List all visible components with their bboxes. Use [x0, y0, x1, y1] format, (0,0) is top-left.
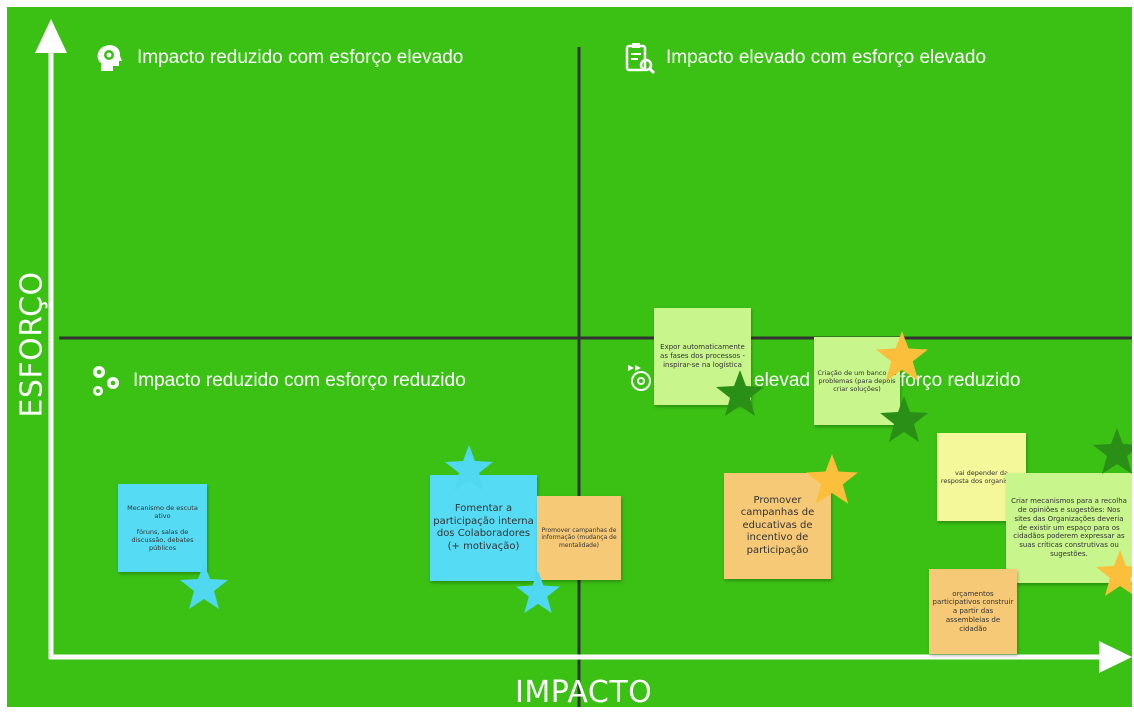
star-darkgreen-vote-icon [716, 370, 764, 416]
note-text: Criação de um banco de problemas (para d… [817, 368, 897, 394]
star-cyan-vote-icon [445, 445, 493, 491]
sticky-note-orcamentos-participativos[interactable]: orçamentos participativos construir a pa… [929, 569, 1017, 654]
gears-icon [93, 366, 119, 396]
gear-speed-icon [628, 365, 651, 391]
quadrant-title-bottom-right-part2: forço reduzido [900, 370, 1021, 391]
note-line-1: Mecanismo de escuta ativo [127, 503, 198, 520]
sticky-note-fomentar-participacao[interactable]: Fomentar a participação interna dos Cola… [430, 475, 537, 581]
quadrant-title-text: Impacto reduzido com esforço reduzido [133, 370, 466, 391]
head-gear-icon [97, 45, 122, 71]
clipboard-search-icon [625, 43, 656, 75]
star-orange-vote-icon [806, 454, 858, 504]
sticky-note-campanhas-educativas[interactable]: Promover campanhas de educativas de ince… [724, 473, 831, 579]
note-text: Promover campanhas de informação (mudanç… [541, 526, 617, 549]
sticky-note-campanhas-informacao[interactable]: Promover campanhas de informação (mudanç… [537, 496, 621, 580]
sticky-note-criar-mecanismos[interactable]: Criar mecanismos para a recolha de opini… [1006, 473, 1132, 583]
x-axis-arrow-icon [1099, 641, 1132, 673]
note-text: Fomentar a participação interna dos Cola… [433, 503, 534, 552]
quadrant-title-top-right: Impacto elevado com esforço elevado [622, 41, 986, 75]
y-axis-label: ESFORÇO [14, 271, 50, 418]
matrix-board: ESFORÇO IMPACTO Impacto reduzido com esf… [7, 7, 1132, 707]
note-text: Promover campanhas de educativas de ince… [740, 494, 815, 556]
quadrant-title-bottom-right-icon [624, 359, 658, 393]
star-orange-vote-icon [1096, 550, 1132, 596]
quadrant-title-text: Impacto reduzido com esforço elevado [137, 47, 464, 68]
note-text: Expor automaticamente as fases dos proce… [660, 343, 745, 369]
quadrant-title-bottom-right-part1: elevad [754, 370, 810, 391]
sticky-note-escuta-ativa[interactable]: Mecanismo de escuta ativo fóruns, salas … [118, 484, 207, 572]
note-text: vai depender da resposta dos organismos [940, 468, 1023, 485]
star-darkgreen-vote-icon [880, 396, 928, 442]
star-cyan-vote-icon [180, 563, 228, 609]
star-cyan-vote-icon [516, 570, 560, 614]
note-text: Criar mecanismos para a recolha de opini… [1011, 497, 1127, 558]
axes-layer [35, 19, 1132, 707]
note-text: orçamentos participativos construir a pa… [932, 589, 1014, 633]
sticky-note-expor-fases[interactable]: Expor automaticamente as fases dos proce… [654, 308, 751, 405]
star-darkgreen-vote-icon [1093, 428, 1132, 474]
star-orange-vote-icon [876, 331, 928, 381]
quadrant-title-text: Impacto elevado com esforço elevado [666, 47, 987, 68]
note-line-2: fóruns, salas de discussão, debates públ… [131, 527, 194, 553]
x-axis-label: IMPACTO [515, 675, 653, 707]
y-axis-arrow-icon [35, 19, 67, 53]
quadrant-title-bottom-left: Impacto reduzido com esforço reduzido [89, 364, 466, 398]
quadrant-title-top-left: Impacto reduzido com esforço elevado [93, 41, 463, 75]
